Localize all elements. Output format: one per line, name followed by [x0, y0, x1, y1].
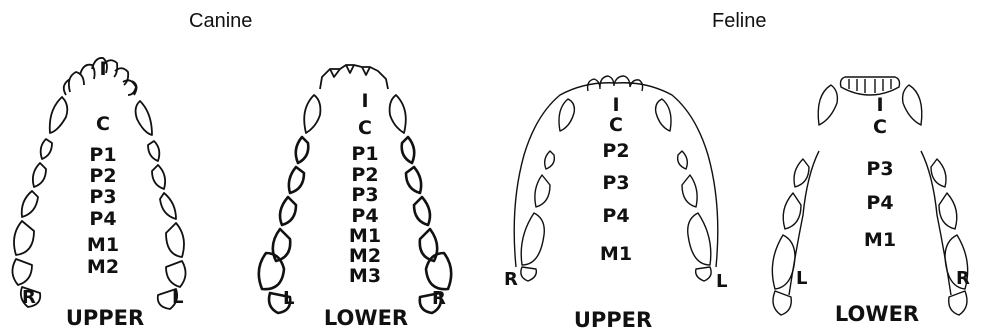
feline-lower-tooth-label: P3	[866, 160, 893, 179]
canine-upper-right-side-label: L	[172, 289, 183, 307]
feline-lower-tooth-label: I	[876, 96, 883, 115]
canine-upper-tooth-label: I	[99, 60, 106, 79]
canine-upper-jaw-label: UPPER	[66, 308, 144, 329]
canine-header: Canine	[189, 10, 252, 33]
feline-upper-tooth-label: P3	[602, 174, 629, 193]
canine-upper-tooth-label: P3	[89, 188, 116, 207]
canine-lower-tooth-label: M3	[349, 267, 381, 286]
feline-upper-tooth-label: P2	[602, 142, 629, 161]
feline-upper-tooth-label: P4	[602, 207, 629, 226]
canine-upper-tooth-label: P1	[89, 146, 116, 165]
feline-lower-tooth-label: C	[873, 118, 887, 137]
feline-upper-left-side-label: R	[504, 271, 518, 289]
canine-lower-tooth-label: M1	[349, 227, 381, 246]
feline-lower-left-side-label: L	[796, 270, 807, 288]
canine-lower-tooth-label: I	[361, 92, 368, 111]
canine-lower-tooth-label: P4	[351, 207, 378, 226]
canine-upper-left-side-label: R	[22, 289, 36, 307]
feline-lower-right-side-label: R	[956, 270, 970, 288]
canine-upper-tooth-label: M1	[87, 236, 119, 255]
feline-upper-tooth-label: C	[609, 116, 623, 135]
canine-upper-tooth-drawing	[0, 55, 248, 332]
feline-lower-jaw-label: LOWER	[835, 304, 919, 325]
canine-lower-left-side-label: L	[283, 290, 294, 308]
feline-upper-right-side-label: L	[716, 273, 727, 291]
feline-upper-tooth-label: M1	[600, 245, 632, 264]
feline-upper-tooth-label: I	[612, 96, 619, 115]
canine-upper-tooth-label: P2	[89, 167, 116, 186]
canine-upper-tooth-label: P4	[89, 210, 116, 229]
canine-upper-tooth-label: C	[96, 115, 110, 134]
canine-lower-tooth-label: P1	[351, 145, 378, 164]
canine-lower-tooth-label: P2	[351, 166, 378, 185]
canine-upper-tooth-label: M2	[87, 258, 119, 277]
feline-header: Feline	[712, 10, 766, 33]
canine-lower-tooth-label: M2	[349, 247, 381, 266]
feline-lower-tooth-label: P4	[866, 194, 893, 213]
canine-upper-jaw	[0, 55, 248, 332]
canine-lower-right-side-label: R	[432, 290, 446, 308]
feline-upper-jaw-label: UPPER	[574, 310, 652, 331]
feline-lower-tooth-label: M1	[864, 231, 896, 250]
canine-lower-tooth-label: C	[358, 119, 372, 138]
canine-lower-tooth-label: P3	[351, 186, 378, 205]
canine-lower-jaw-label: LOWER	[324, 308, 408, 329]
